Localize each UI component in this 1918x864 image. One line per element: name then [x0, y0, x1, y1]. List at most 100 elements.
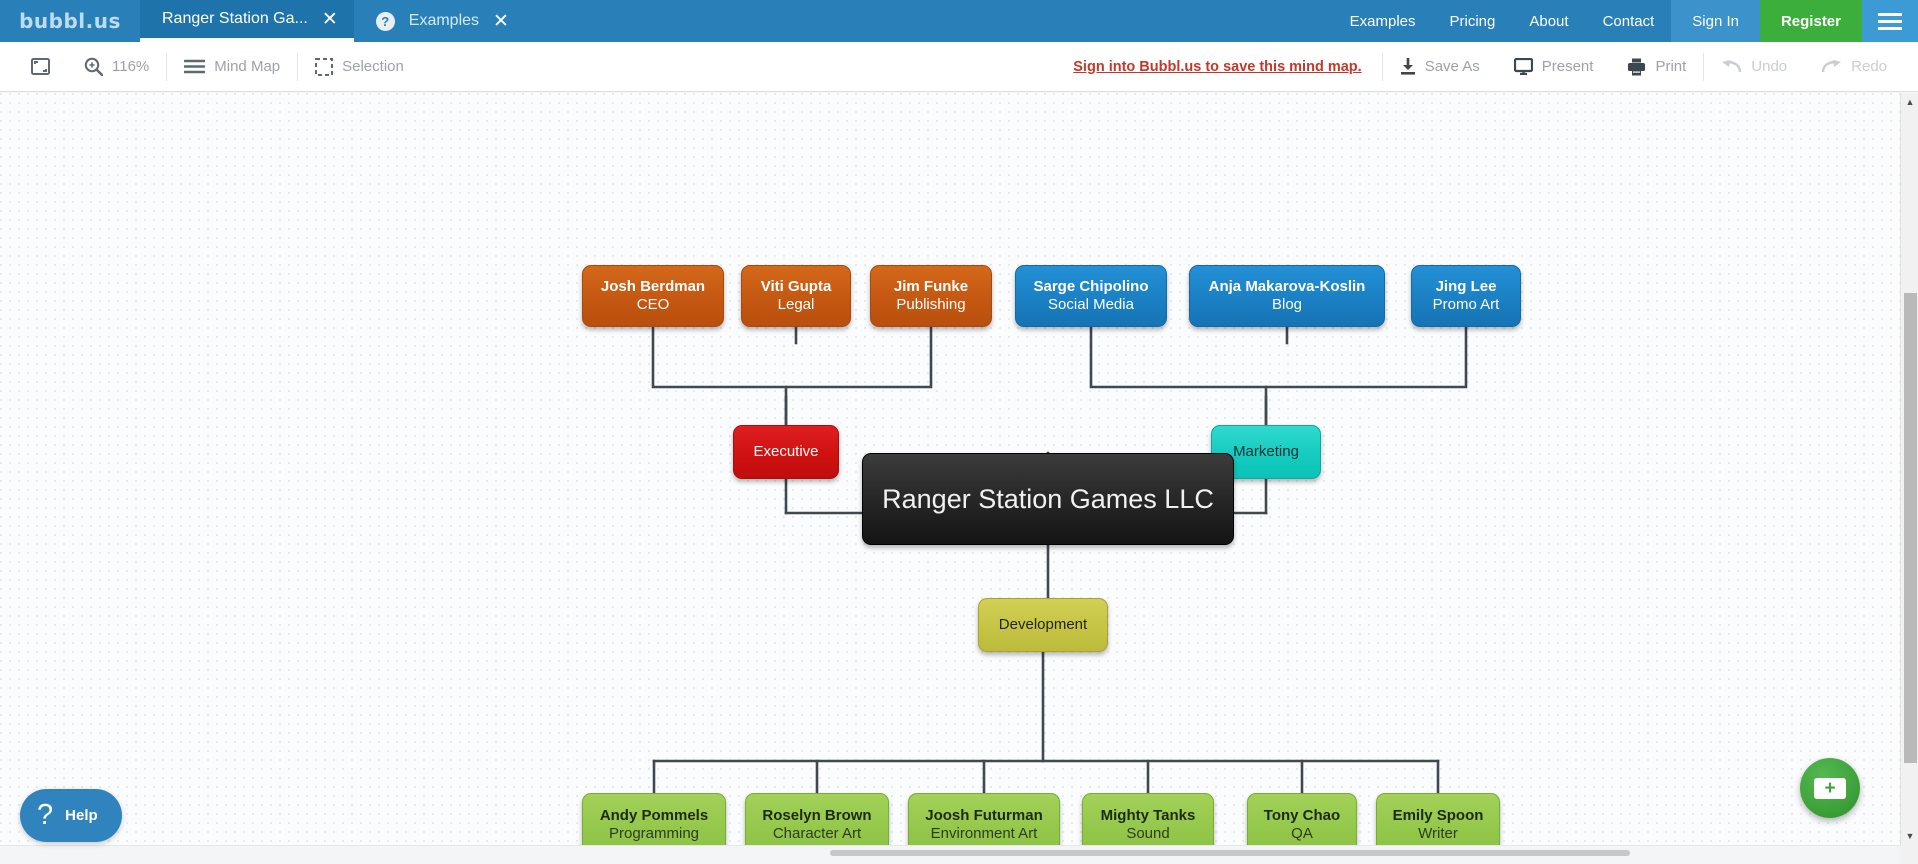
nav-link-examples[interactable]: Examples — [1349, 12, 1416, 30]
node-name: Sarge Chipolino — [1033, 277, 1149, 295]
mind-map-canvas[interactable]: Josh Berdman CEO Viti Gupta Legal Jim Fu… — [0, 93, 1900, 845]
node-role: Social Media — [1048, 296, 1134, 313]
document-tab-label: Ranger Station Ga... — [162, 10, 308, 27]
node-role: Blog — [1271, 296, 1303, 313]
nav-link-contact[interactable]: Contact — [1602, 12, 1655, 30]
node-role: CEO — [636, 296, 670, 313]
mind-map-node-viti-gupta[interactable]: Viti Gupta Legal — [741, 265, 851, 327]
horizontal-scrollbar-thumb[interactable] — [830, 850, 1630, 856]
hamburger-menu-icon[interactable] — [1862, 0, 1918, 42]
mind-map-node-josh-berdman[interactable]: Josh Berdman CEO — [582, 265, 724, 327]
scroll-down-icon[interactable]: ▼ — [1905, 831, 1915, 841]
toolbar-divider — [297, 52, 299, 81]
node-name: Tony Chao — [1263, 806, 1341, 824]
selection-marquee-icon — [315, 57, 334, 76]
sign-in-to-save-link[interactable]: Sign into Bubbl.us to save this mind map… — [1073, 58, 1362, 75]
node-name: Andy Pommels — [599, 806, 709, 824]
vertical-scrollbar[interactable]: ▲ ▼ — [1900, 93, 1918, 845]
node-name: Joosh Futurman — [925, 806, 1043, 824]
print-button[interactable]: Print — [1610, 50, 1703, 84]
node-role: Publishing — [896, 296, 966, 313]
toolbar-divider — [1381, 52, 1383, 81]
fit-to-screen-icon — [31, 58, 50, 75]
mind-map-stage: Josh Berdman CEO Viti Gupta Legal Jim Fu… — [0, 93, 1900, 845]
document-tab-examples[interactable]: ? Examples ✕ — [354, 0, 525, 42]
document-tab-label: Examples — [408, 12, 480, 29]
mind-map-node-jing-lee[interactable]: Jing Lee Promo Art — [1411, 265, 1521, 327]
mind-map-node-emily-spoon[interactable]: Emily Spoon Writer — [1376, 793, 1500, 845]
mind-map-label: Mind Map — [214, 58, 281, 75]
node-name: Roselyn Brown — [762, 806, 872, 824]
mind-map-node-tony-chao[interactable]: Tony Chao QA — [1247, 793, 1357, 845]
horizontal-scrollbar[interactable] — [0, 845, 1900, 864]
mind-map-root-node[interactable]: Ranger Station Games LLC — [862, 453, 1234, 545]
help-question-icon: ? — [37, 799, 54, 831]
node-name: Jing Lee — [1435, 277, 1497, 295]
redo-button[interactable]: Redo — [1804, 50, 1904, 84]
present-label: Present — [1541, 58, 1594, 75]
document-tab-ranger-station[interactable]: Ranger Station Ga... ✕ — [140, 0, 354, 42]
node-role: Character Art — [772, 825, 862, 842]
help-label: Help — [65, 807, 98, 824]
mind-map-node-executive[interactable]: Executive — [733, 425, 839, 479]
node-name: Emily Spoon — [1392, 806, 1484, 824]
node-role: QA — [1291, 825, 1313, 842]
sign-in-button[interactable]: Sign In — [1671, 0, 1760, 42]
mind-map-node-marketing[interactable]: Marketing — [1211, 425, 1321, 479]
node-role: Promo Art — [1432, 296, 1500, 313]
mind-map-lines-icon — [184, 59, 206, 74]
nav-link-about[interactable]: About — [1529, 12, 1569, 30]
mind-map-mode-button[interactable]: Mind Map — [167, 50, 297, 84]
node-role: Legal — [777, 296, 815, 313]
zoom-level-button[interactable]: 116% — [67, 50, 166, 84]
mind-map-node-development[interactable]: Development — [978, 598, 1108, 652]
bubblus-logo[interactable]: bubbl.us — [19, 9, 121, 33]
vertical-scrollbar-thumb[interactable] — [1904, 293, 1917, 763]
toolbar-divider — [1703, 52, 1705, 81]
node-name: Ranger Station Games LLC — [882, 483, 1214, 514]
editor-toolbar: 116% Mind Map Selection Sign into Bubbl.… — [0, 42, 1918, 92]
node-name: Executive — [753, 442, 819, 460]
primary-nav-links: Examples Pricing About Contact Sign In R… — [1333, 0, 1918, 42]
selection-mode-button[interactable]: Selection — [298, 50, 421, 84]
zoom-magnifier-icon — [84, 57, 103, 76]
fit-to-screen-button[interactable] — [14, 50, 67, 84]
mind-map-node-andy-pommels[interactable]: Andy Pommels Programming — [582, 793, 726, 845]
toolbar-right-group: Sign into Bubbl.us to save this mind map… — [1073, 50, 1904, 84]
node-name: Jim Funke — [893, 277, 969, 295]
download-icon — [1400, 58, 1416, 75]
help-button[interactable]: ? Help — [20, 789, 122, 842]
node-name: Marketing — [1233, 442, 1299, 460]
undo-label: Undo — [1751, 58, 1788, 75]
top-navigation-bar: bubbl.us Ranger Station Ga... ✕ ? Exampl… — [0, 0, 1918, 42]
undo-arrow-icon — [1721, 59, 1742, 74]
nav-link-pricing[interactable]: Pricing — [1449, 12, 1496, 30]
node-name: Mighty Tanks — [1100, 806, 1196, 824]
close-icon[interactable]: ✕ — [493, 10, 509, 32]
redo-arrow-icon — [1821, 59, 1842, 74]
mind-map-node-joosh-futurman[interactable]: Joosh Futurman Environment Art — [908, 793, 1060, 845]
close-icon[interactable]: ✕ — [321, 8, 338, 30]
mind-map-node-mighty-tanks[interactable]: Mighty Tanks Sound — [1082, 793, 1214, 845]
mind-map-node-jim-funke[interactable]: Jim Funke Publishing — [870, 265, 992, 327]
save-as-button[interactable]: Save As — [1383, 50, 1497, 84]
mind-map-node-roselyn-brown[interactable]: Roselyn Brown Character Art — [745, 793, 889, 845]
node-name: Development — [998, 615, 1088, 633]
scrollbar-corner — [1900, 845, 1918, 864]
present-button[interactable]: Present — [1497, 50, 1611, 84]
scroll-up-icon[interactable]: ▲ — [1905, 97, 1915, 107]
printer-icon — [1627, 58, 1646, 76]
node-role: Sound — [1126, 825, 1170, 842]
node-name: Josh Berdman — [600, 277, 706, 295]
help-question-icon: ? — [375, 11, 395, 31]
selection-label: Selection — [342, 58, 404, 75]
mind-map-node-anja-makarova-koslin[interactable]: Anja Makarova-Koslin Blog — [1189, 265, 1385, 327]
add-node-button[interactable]: + — [1800, 758, 1860, 818]
node-name: Viti Gupta — [760, 277, 832, 295]
node-role: Environment Art — [930, 825, 1038, 842]
register-button[interactable]: Register — [1759, 0, 1862, 42]
mind-map-node-sarge-chipolino[interactable]: Sarge Chipolino Social Media — [1015, 265, 1167, 327]
toolbar-divider — [166, 52, 168, 81]
undo-button[interactable]: Undo — [1704, 50, 1804, 84]
print-label: Print — [1655, 58, 1687, 75]
